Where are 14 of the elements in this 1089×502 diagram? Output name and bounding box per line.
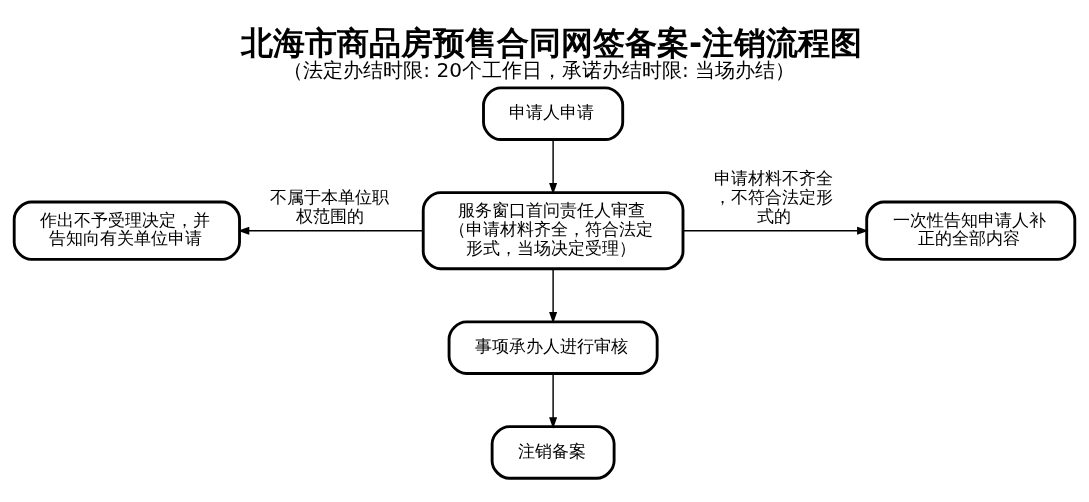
node-box: 申请人申请 — [482, 85, 625, 141]
diagram-title: 北海市商品房预售合同网签备案-注销流程图 — [240, 24, 863, 61]
node-box: 服务窗口首问责任人审查 （申请材料齐全，符合法定形式，当场决定受理） — [421, 190, 685, 270]
arrow — [237, 226, 424, 235]
arrow — [682, 226, 869, 235]
arrow — [549, 138, 558, 195]
arrow — [549, 372, 558, 429]
node-box: 一次性告知申请人补正的全部内容 — [865, 200, 1077, 261]
edge-label: 不属于本单位职权范围的 — [270, 186, 390, 225]
node-box: 事项承办人进行审核 — [447, 319, 659, 375]
node-box: 注销备案 — [490, 424, 616, 480]
arrow — [549, 267, 558, 324]
node-box: 作出不予受理决定，并告知向有关单位申请 — [12, 200, 241, 261]
edge-label: 申请材料不齐全，不符合法定形式的 — [713, 167, 833, 225]
